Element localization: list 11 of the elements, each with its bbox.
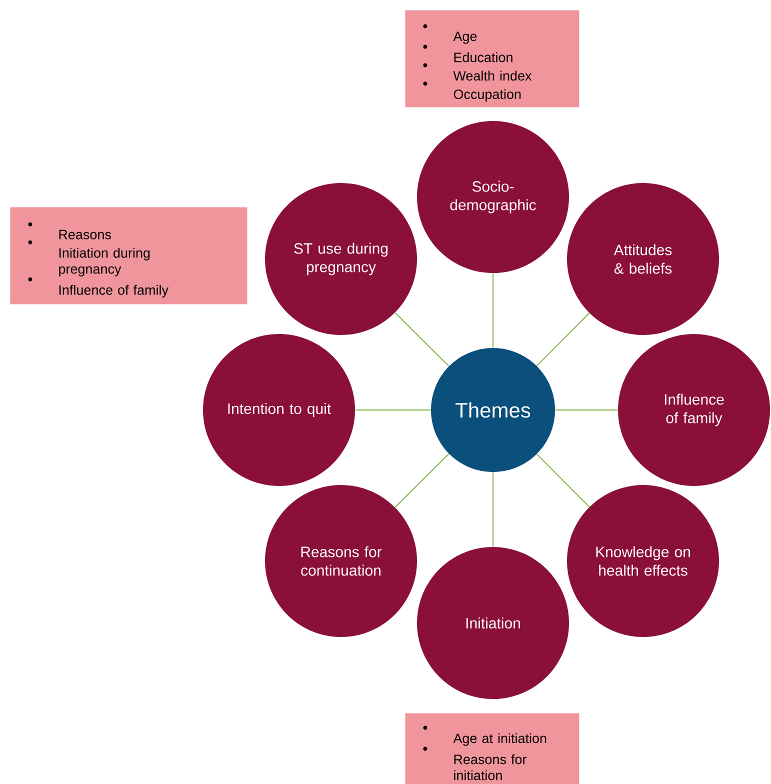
connector-line: [555, 409, 618, 411]
connector-line: [536, 454, 590, 508]
connector-line: [394, 312, 450, 367]
connector-line: [492, 472, 494, 547]
connector-line: [394, 453, 450, 508]
connector-line: [536, 312, 590, 366]
connector-line: [355, 409, 431, 411]
bullet-list-box: Age at initiation Reasons for initiation: [405, 713, 580, 784]
connector-line: [492, 273, 494, 348]
bullet-list-box: Age Education Wealth index Occupation: [405, 10, 580, 108]
bullet-list-box: Reasons Initiation during pregnancy Influence of family: [10, 207, 248, 304]
